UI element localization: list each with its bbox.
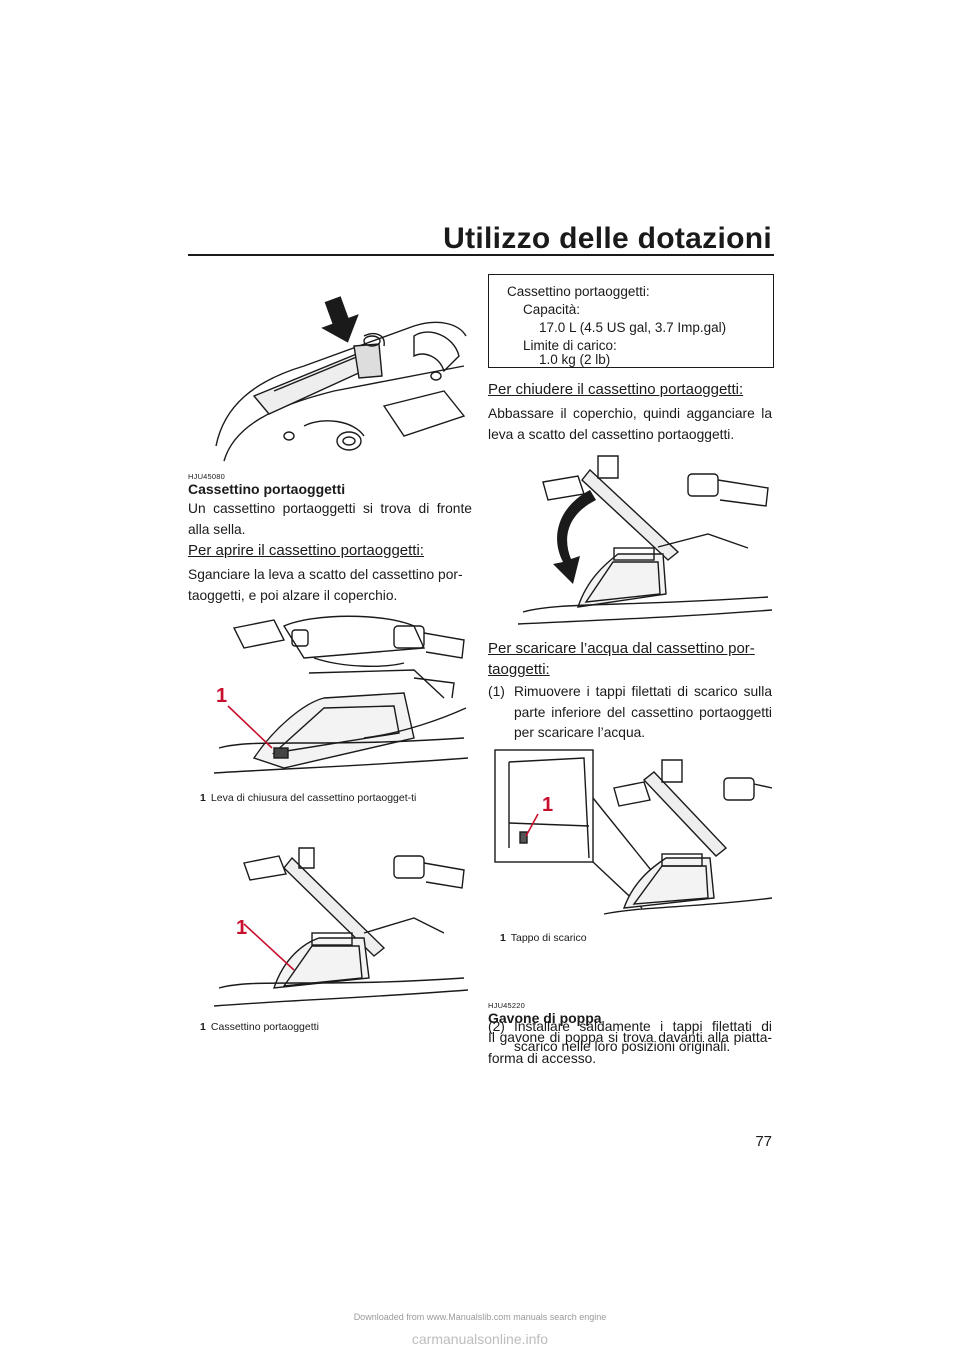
section2-title: Gavone di poppa <box>488 1010 602 1026</box>
step-1-number: (1) <box>488 684 505 699</box>
close-heading: Per chiudere il cassettino portaoggetti: <box>488 381 744 398</box>
close-paragraph: Abbassare il coperchio, quindi agganciar… <box>488 406 772 442</box>
step-1-text: Rimuovere i tappi filettati di scarico s… <box>514 684 772 740</box>
spec-capacity-label: Capacità: <box>523 302 581 317</box>
step-1: (1) Rimuovere i tappi filettati di scari… <box>488 682 772 744</box>
fig2-callout: 1 <box>216 685 228 707</box>
figure-drain-plug <box>494 748 772 922</box>
open-heading: Per aprire il cassettino portaoggetti: <box>188 542 424 559</box>
section-title: Cassettino portaoggetti <box>188 481 346 497</box>
fig5-caption-num: 1 <box>500 932 506 944</box>
fig3-caption: 1 Cassettino portaoggetti <box>200 1021 470 1034</box>
fig5-caption: 1 Tappo di scarico <box>500 932 770 945</box>
fig3-caption-text: Cassettino portaoggetti <box>210 1021 319 1033</box>
fig5-callout: 1 <box>542 794 554 816</box>
page-title: Utilizzo delle dotazioni <box>443 222 772 255</box>
figure-open-compartment <box>214 838 468 1010</box>
open-paragraph: Sganciare la leva a scatto del cassettin… <box>188 567 463 603</box>
spec-load-value: 1.0 kg (2 lb) <box>539 352 611 367</box>
step-2-text: Installare saldamente i tappi filettati … <box>514 1018 772 1055</box>
section2-code: HJU45220 <box>488 1001 526 1010</box>
fig5-caption-text: Tappo di scarico <box>510 932 587 944</box>
section-code: HJU45080 <box>188 472 226 481</box>
step-2-number: (2) <box>488 1018 505 1034</box>
step-2: (2) Installare saldamente i tappi filett… <box>488 1017 772 1058</box>
header-rule <box>188 254 774 256</box>
spec-load-label: Limite di carico: <box>523 338 617 353</box>
figure-storage-compartment-push <box>214 296 468 464</box>
fig2-caption: 1 Leva di chiusura del cassettino portao… <box>200 792 470 805</box>
section2-paragraph: Il gavone di poppa si trova davanti alla… <box>488 1030 772 1066</box>
spec-capacity-value: 17.0 L (4.5 US gal, 3.7 Imp.gal) <box>539 320 727 335</box>
spec-title: Cassettino portaoggetti: <box>507 284 650 299</box>
spec-box: Cassettino portaoggetti: Capacità: 17.0 … <box>488 274 774 368</box>
fig3-caption-num: 1 <box>200 1021 206 1033</box>
fig3-callout: 1 <box>236 917 248 939</box>
fig2-caption-num: 1 <box>200 792 206 804</box>
figure-close-lid <box>518 452 772 626</box>
page-number: 77 <box>755 1133 772 1150</box>
intro-paragraph: Un cassettino portaoggetti si trova di f… <box>188 501 472 537</box>
figure-latch-lever <box>214 608 468 780</box>
fig2-caption-text: Leva di chiusura del cassettino portaogg… <box>210 792 417 804</box>
drain-heading: Per scaricare l’acqua dal cassettino por… <box>488 640 755 678</box>
footer-source: Downloaded from www.Manualslib.com manua… <box>353 1312 607 1322</box>
watermark: carmanualsonline.info <box>411 1331 549 1347</box>
